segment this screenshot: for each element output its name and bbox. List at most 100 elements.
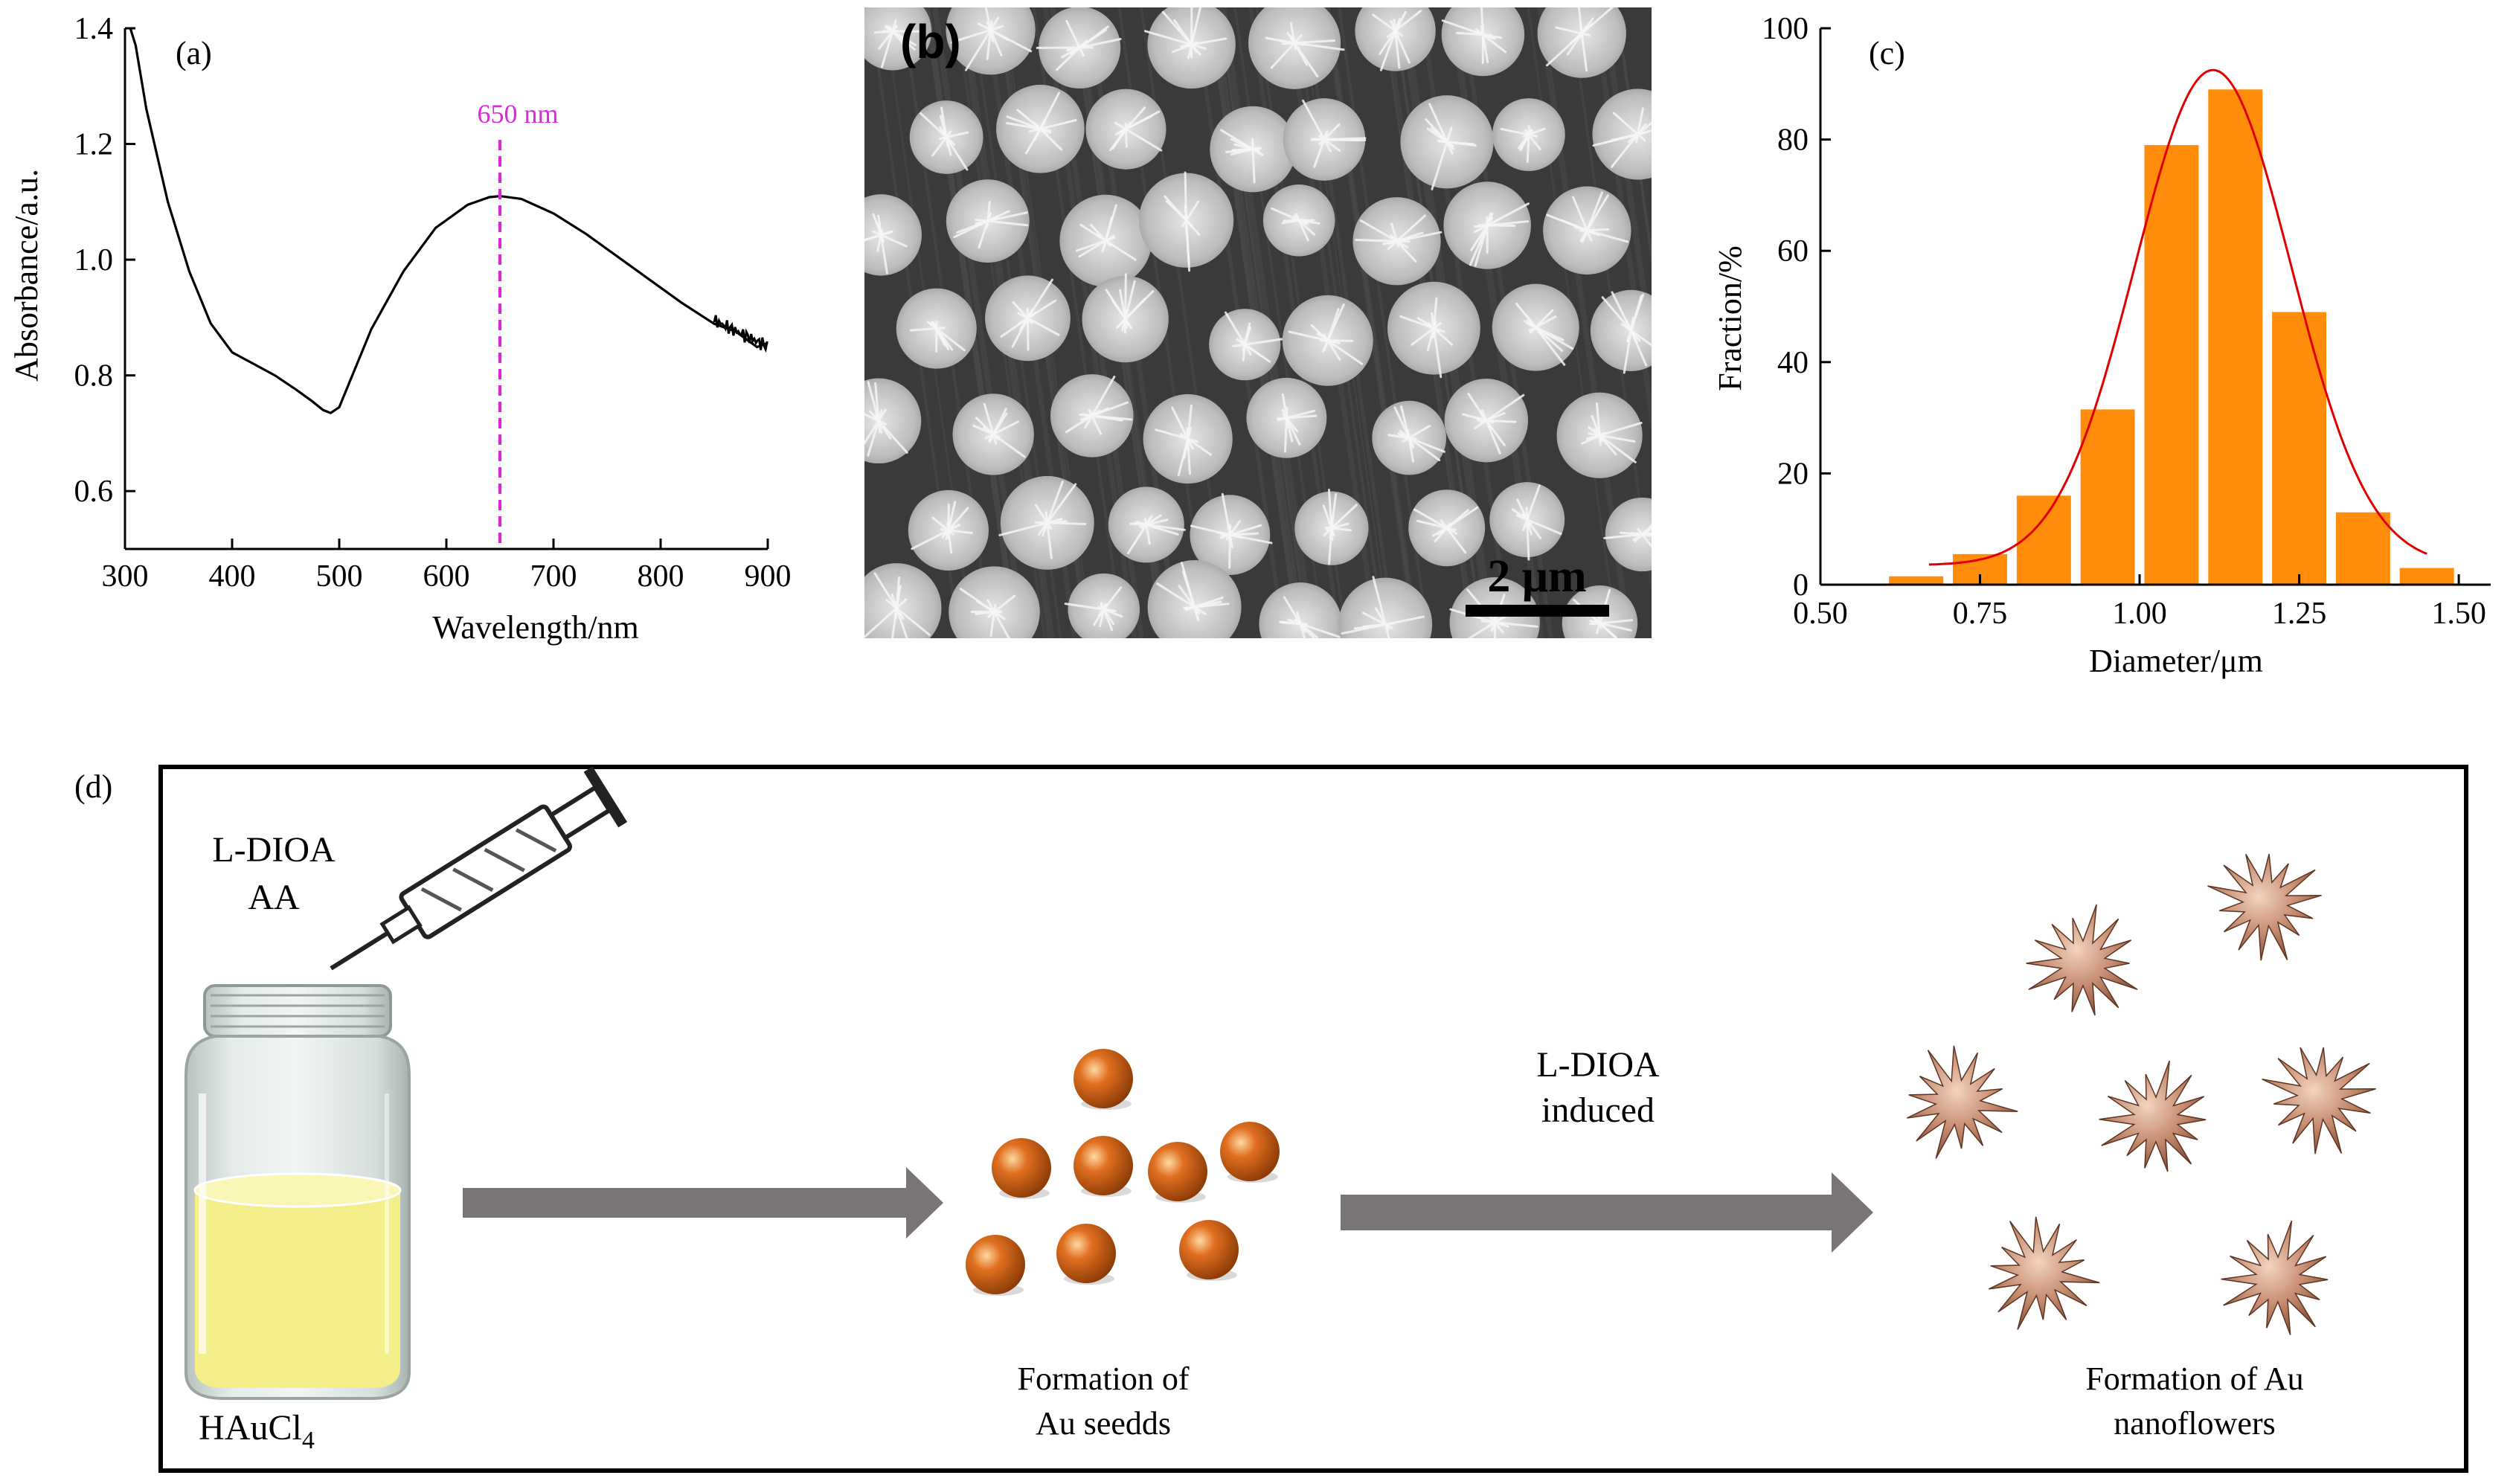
x-tick-label: 300 [102,559,149,594]
sem-petal [1407,429,1415,463]
sem-petal [1474,220,1530,228]
sem-nanoflower [864,194,922,276]
sem-petal [1016,109,1049,136]
sem-petal [1277,414,1318,420]
vial-label-hauci4: HAuCl4 [199,1408,315,1454]
sem-petal [1588,432,1636,443]
sem-petal [1325,522,1350,531]
sem-petal [988,408,1007,443]
sem-petal [964,16,1000,71]
au-seed [1220,1122,1280,1181]
sem-petal [1180,37,1227,48]
x-tick-label: 800 [638,559,684,594]
sem-petal [1289,35,1309,66]
sem-petal [1411,322,1442,346]
sem-petal [867,409,883,457]
sem-petal [1033,91,1061,141]
sem-nanoflower [1259,582,1342,638]
sem-petal [920,112,955,146]
sem-petal [1012,301,1033,324]
sem-petal [1100,602,1114,632]
sem-petal [1625,318,1648,367]
sem-petal [1270,34,1303,69]
sem-petal [1474,28,1507,54]
au-nanoflower [2026,904,2138,1016]
sem-petal [1522,484,1541,531]
process-arrow-2 [1341,1172,1873,1253]
sem-petal [1449,608,1509,628]
sem-petal [1437,140,1475,146]
panel-d-label: (d) [74,768,112,805]
sem-petal [1637,528,1652,548]
sem-petal [1034,504,1052,530]
panel-c-label: (c) [1869,35,1905,71]
y-tick-label: 1.0 [74,243,114,277]
y-tick-label: 60 [1777,234,1809,269]
sem-petal [1070,25,1109,55]
sem-petal [1327,488,1334,542]
sem-petal [1044,511,1053,559]
sem-petal [1480,25,1489,64]
yellow-solution [195,1190,400,1388]
sem-petal [1278,39,1345,51]
sem-petal [1321,303,1345,353]
y-tick-label: 0.8 [74,359,114,394]
sem-petal [1573,225,1629,243]
sem-petal [1173,19,1198,54]
flowers-caption-line1: Formation of Au [2085,1361,2303,1397]
flowers-caption-line2: nanoflowers [2114,1405,2276,1442]
sem-petal [986,20,993,60]
sem-petal [1035,521,1086,526]
sem-petal [1219,129,1264,156]
sem-petal [1323,504,1358,537]
y-tick-label: 20 [1777,457,1809,491]
x-tick-label: 700 [530,559,577,594]
sem-petal [1524,129,1541,150]
sem-petal [1239,340,1262,357]
vial-icon [184,984,411,1400]
sem-petal [872,230,908,248]
sem-petal [1579,194,1609,242]
peak-annotation: 650 nm [477,99,559,549]
sem-petal [1416,317,1440,333]
sem-petal [876,228,884,252]
sem-petal [926,321,966,352]
au-nanoflower [2221,1220,2329,1335]
sem-petal [1515,514,1562,536]
sem-petal [1088,409,1103,435]
x-tick-label: 1.00 [2112,597,2167,631]
seeds-caption-line1: Formation of [1018,1361,1190,1397]
histogram-bar [2272,312,2327,585]
absorbance-spectrum-line [129,28,768,414]
au-seed [1056,1224,1116,1283]
histogram-bar [2335,512,2390,585]
sem-petal [1026,307,1030,351]
panel-c-xlabel: Diameter/μm [2089,643,2263,679]
sem-petal [1620,531,1650,536]
sem-petal [1042,481,1064,536]
au-seed [1074,1136,1133,1195]
sem-petal [1592,129,1652,147]
sem-petal [1310,324,1334,347]
sem-petal [1171,406,1194,450]
au-seed [1148,1142,1207,1201]
panel-a-label: (a) [176,35,212,71]
y-tick-label: 100 [1762,12,1809,46]
sem-petal [1588,619,1634,626]
x-tick-label: 1.50 [2431,597,2486,631]
histogram-bars [1889,89,2454,585]
sem-petal [1005,121,1052,132]
sem-petal [1181,570,1199,619]
seeds-caption-line2: Au seedds [1036,1405,1171,1442]
sem-nanoflower [946,7,1036,75]
sem-petal [890,593,908,638]
sem-petal [1156,582,1207,615]
gaussian-fit-curve [1928,68,2427,566]
sem-petal [1311,137,1367,141]
sem-particles [864,7,1652,638]
sem-petal [975,417,1000,441]
sem-petal [885,599,931,636]
